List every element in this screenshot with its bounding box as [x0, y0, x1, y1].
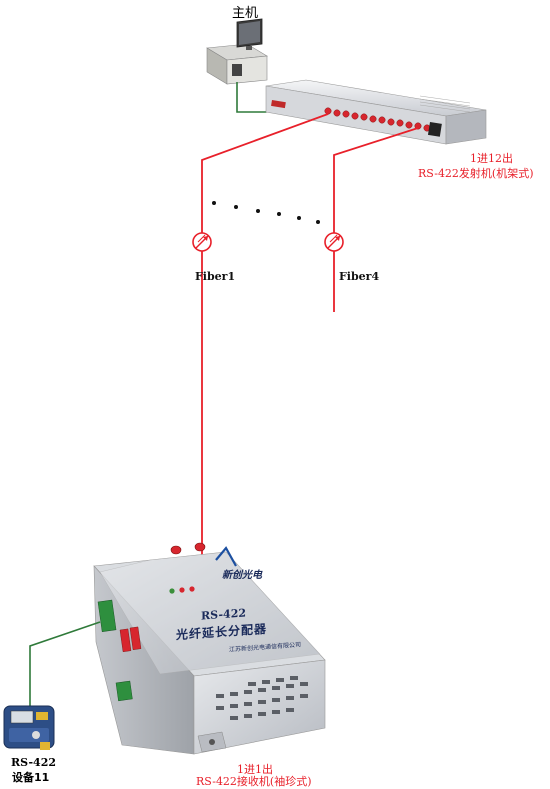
device-label-line1: RS-422 [11, 756, 57, 769]
transmitter-label-line1: 1进12出 [470, 152, 513, 165]
host-computer-icon [206, 18, 268, 85]
fiber4-label: Fiber4 [339, 270, 380, 283]
receiver-logo-text: 新创光电 [222, 570, 262, 581]
ellipsis-dots [212, 201, 320, 224]
transmitter-label-line2: RS-422发射机(机架式) [418, 167, 534, 180]
fiber1-line [201, 113, 329, 555]
receiver-label-line1: 1进1出 [237, 763, 273, 776]
fiber4-connector-icon [324, 232, 344, 252]
fiber1-label: Fiber1 [195, 270, 236, 283]
device-label-line2: 设备11 [12, 771, 50, 784]
rack-transmitter-icon [265, 79, 487, 145]
rs422-device-icon [3, 705, 55, 750]
fiber1-connector-icon [192, 232, 212, 252]
device-cable [29, 621, 101, 710]
receiver-label-line2: RS-422接收机(袖珍式) [196, 775, 312, 788]
fiber4-line [333, 127, 419, 312]
host-label: 主机 [232, 6, 259, 21]
receiver-box-icon [93, 542, 326, 755]
